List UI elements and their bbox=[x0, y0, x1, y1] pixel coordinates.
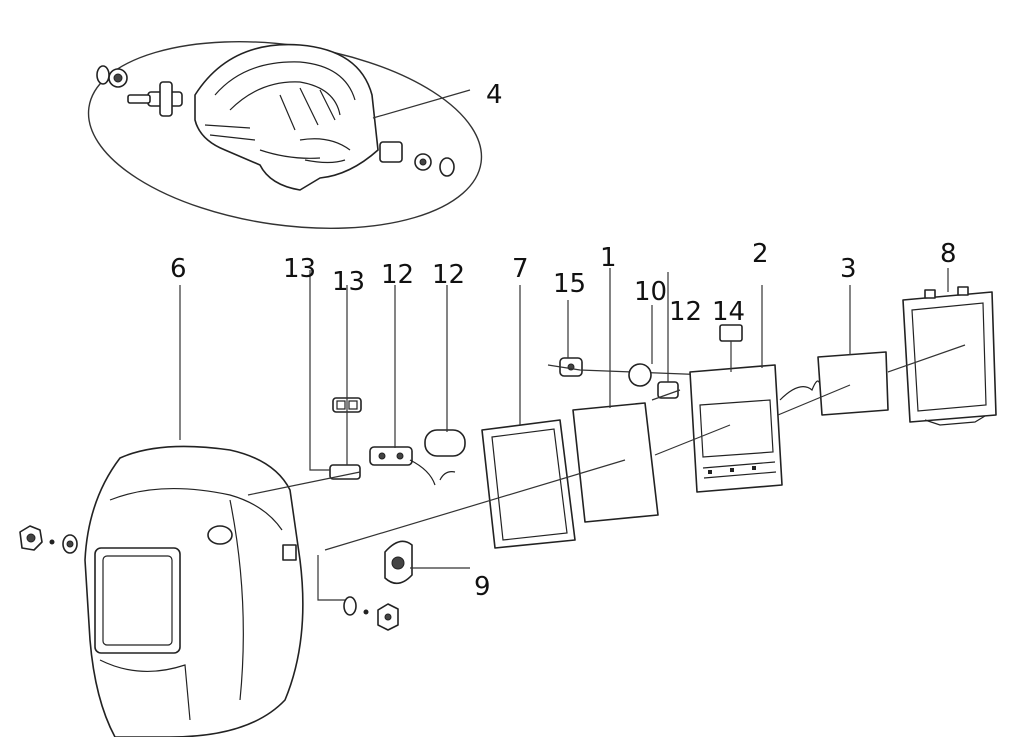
gasket-frame bbox=[481, 285, 576, 549]
callout-12-a: 12 bbox=[381, 260, 414, 290]
callout-1: 1 bbox=[600, 243, 617, 273]
right-knob-group bbox=[317, 540, 470, 631]
callout-14: 14 bbox=[712, 297, 745, 327]
callout-8: 8 bbox=[940, 239, 957, 269]
callout-15: 15 bbox=[553, 269, 586, 299]
callout-labels: 4 6 13 13 12 12 7 15 1 10 12 14 2 3 8 9 bbox=[170, 80, 957, 602]
callout-12-b: 12 bbox=[432, 260, 465, 290]
cover-lens-inner bbox=[324, 268, 659, 551]
front-frame bbox=[887, 268, 997, 426]
callout-12-c: 12 bbox=[669, 297, 702, 327]
headband-assembly bbox=[87, 41, 483, 229]
callout-13-b: 13 bbox=[332, 267, 365, 297]
small-parts-13-12 bbox=[247, 270, 466, 496]
callout-4: 4 bbox=[486, 80, 503, 110]
callout-7: 7 bbox=[512, 254, 529, 284]
callout-9: 9 bbox=[474, 572, 491, 602]
callout-10: 10 bbox=[634, 277, 667, 307]
callout-2: 2 bbox=[752, 239, 769, 269]
adf-cartridge bbox=[654, 285, 821, 493]
outer-cover-lens bbox=[777, 285, 889, 416]
small-parts-15-10-12 bbox=[547, 272, 711, 401]
callout-13-a: 13 bbox=[283, 254, 316, 284]
helmet-shell bbox=[84, 445, 304, 737]
callout-3: 3 bbox=[840, 254, 857, 284]
left-knob-group bbox=[19, 525, 78, 554]
callout-6: 6 bbox=[170, 254, 187, 284]
